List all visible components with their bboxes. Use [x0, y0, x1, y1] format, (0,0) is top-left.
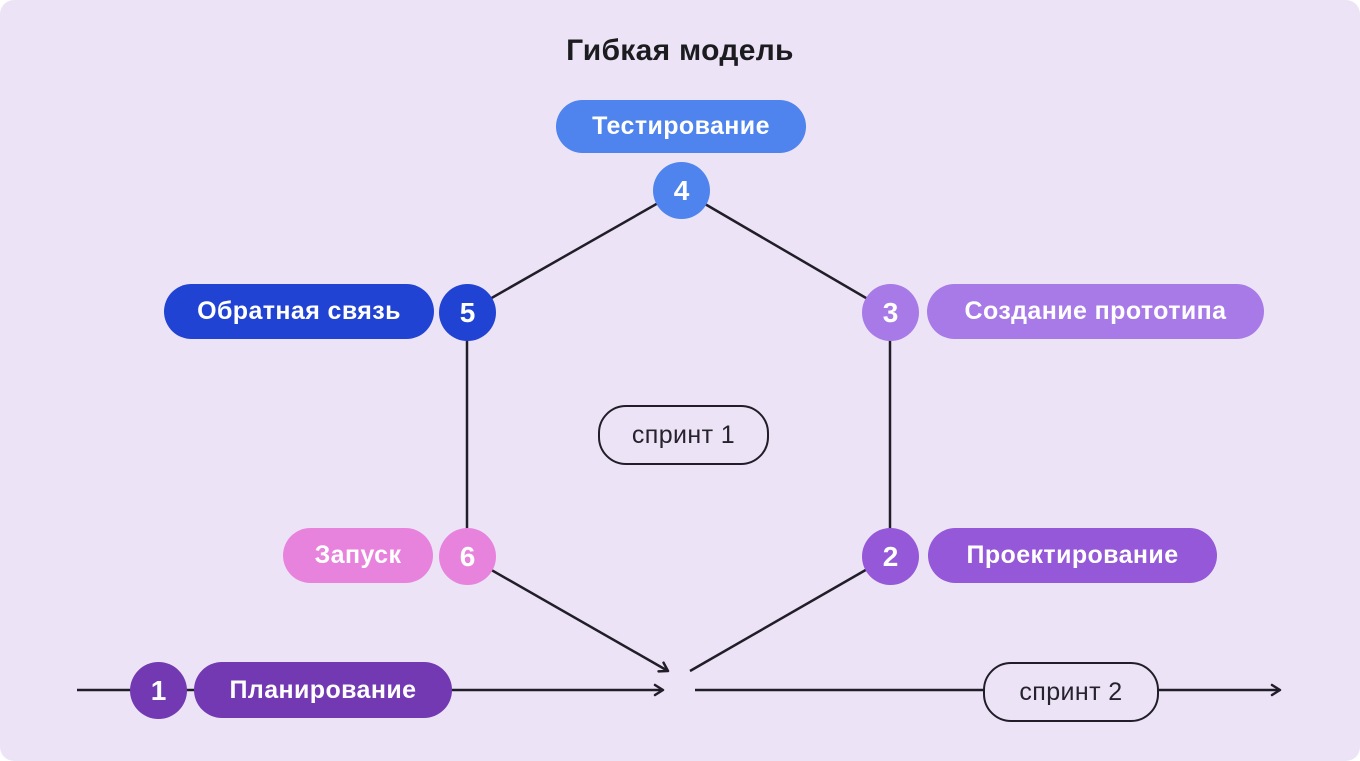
step-number-4: 4	[653, 162, 710, 219]
step-number-6: 6	[439, 528, 496, 585]
step-number-5: 5	[439, 284, 496, 341]
line-step4-step5	[466, 188, 682, 314]
step-pill-launch: Запуск	[283, 528, 433, 583]
step-pill-testing: Тестирование	[556, 100, 806, 153]
step-pill-design: Проектирование	[928, 528, 1217, 583]
sprint-1-badge: спринт 1	[598, 405, 769, 465]
line-step4-step3	[680, 188, 891, 314]
sprint-2-badge: спринт 2	[983, 662, 1159, 722]
step-number-2: 2	[862, 528, 919, 585]
step-number-1: 1	[130, 662, 187, 719]
line-center-to-step2	[689, 554, 891, 673]
step-pill-prototype: Создание прототипа	[927, 284, 1264, 339]
step-pill-planning: Планирование	[194, 662, 452, 718]
step-number-3: 3	[862, 284, 919, 341]
step-pill-feedback: Обратная связь	[164, 284, 434, 339]
line-step6-to-center-arrow	[466, 554, 670, 673]
diagram-title: Гибкая модель	[566, 34, 794, 67]
